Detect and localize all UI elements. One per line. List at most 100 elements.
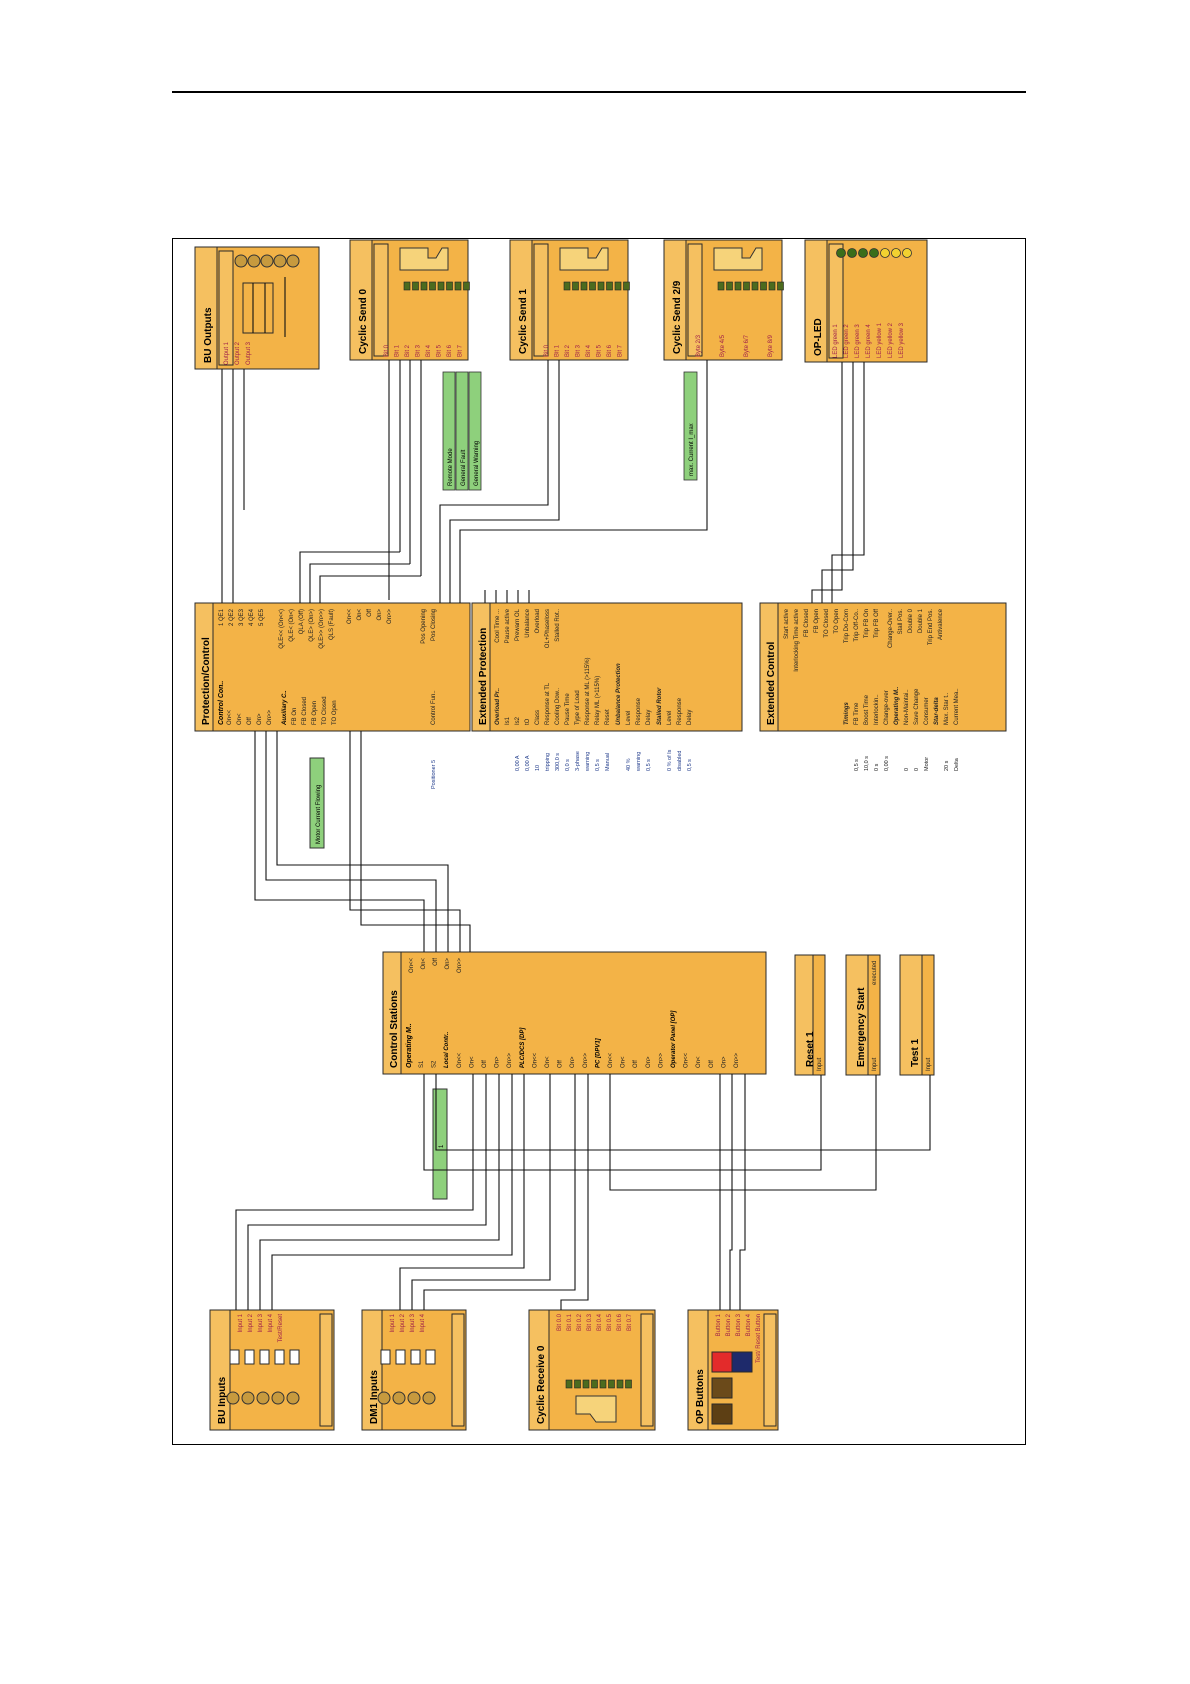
ext-control-value: 0 s — [874, 763, 880, 771]
ext-control-output2: Stall Pos. — [898, 609, 904, 635]
control-stations-input: Local Contr.. — [444, 1031, 450, 1068]
input-coil-icon — [259, 1349, 270, 1365]
wire — [435, 1074, 931, 1151]
bu-outputs-header — [194, 246, 218, 370]
bit-led-icon — [625, 1379, 632, 1389]
ext-control-output: Interlocking Time active — [794, 608, 800, 671]
protection-input-label: On> — [257, 713, 263, 725]
input-coil-icon — [229, 1349, 240, 1365]
ext-control-param: Change-over — [884, 690, 890, 725]
wire — [423, 1074, 576, 1310]
ext-control-output2: Antivalence — [938, 608, 944, 640]
input-contact-icon — [271, 1391, 285, 1405]
control-stations-output: Off — [433, 958, 439, 966]
bu-inputs-pin: Input 3 — [258, 1313, 264, 1332]
op-button-icon — [711, 1377, 733, 1399]
dm1-inputs-header — [361, 1309, 383, 1431]
wire — [811, 362, 843, 603]
cyclic-send1-pin: Bit 3 — [576, 344, 582, 357]
op-buttons-pin: Button 4 — [746, 1313, 752, 1336]
ext-protection-value: warning — [636, 752, 642, 772]
cyclic-send0-pin: Bit 1 — [395, 344, 401, 357]
relay-contact-icon — [234, 254, 248, 268]
wire — [247, 1074, 487, 1310]
protection-output-label: 1 QE1 — [219, 608, 225, 626]
cyclic-receive0-pin: Bit 0.0 — [557, 1313, 563, 1331]
led-icon — [880, 248, 890, 258]
bu-output-pin: Output 1 — [224, 341, 230, 365]
ext-protection-param: Is1 — [505, 716, 511, 725]
cyclic-send0-pin: Bit 3 — [416, 344, 422, 357]
cyclic-receive0-pin-strip — [640, 1313, 654, 1427]
protection-output-label: 3 QE3 — [239, 608, 245, 626]
ext-protection-value: 300,0 s — [555, 753, 561, 771]
control-stations-input: On< — [545, 1056, 551, 1068]
ext-control-value: 0,00 s — [884, 756, 890, 771]
ext-protection-value: 3-phase — [575, 751, 581, 771]
wire — [423, 1074, 822, 1171]
cyclic_send0-pin-strip — [373, 243, 389, 357]
test1-title: Test 1 — [910, 1038, 921, 1067]
wire — [276, 731, 449, 952]
protection-output-label: Off — [367, 609, 373, 617]
control-stations-output: On> — [445, 958, 451, 970]
cyclic-receive0-pin: Bit 0.6 — [617, 1313, 623, 1331]
input-coil-icon — [380, 1349, 391, 1365]
op-led-pin: LED yellow 1 — [877, 322, 883, 358]
ext-control-value: Delta — [954, 757, 960, 771]
control-stations-input: On>> — [658, 1052, 664, 1068]
op-button-icon — [711, 1351, 733, 1373]
ext-protection-value: 0 % of Is — [667, 749, 673, 771]
protection-input-label: Control Fun.. — [431, 690, 437, 725]
control-stations-input: Off — [633, 1060, 639, 1068]
control-stations-title: Control Stations — [389, 990, 400, 1068]
wire — [560, 1074, 589, 1310]
ext-control-output: Trip FB On — [864, 609, 870, 638]
cyclic-send0-pin: Bit 6 — [447, 344, 453, 357]
ext-protection-output: Prewarn OL — [515, 608, 521, 641]
led-icon — [847, 248, 857, 258]
wire — [411, 1074, 551, 1310]
control-stations-input: On> — [495, 1056, 501, 1068]
status-tag-label: Remote Mode — [448, 448, 454, 486]
ext-control-value: 20 s — [944, 760, 950, 771]
ext-protection-param: Cooling Dow.. — [555, 688, 561, 725]
cyclic-send1-pin: Bit 0 — [544, 344, 550, 357]
ext-control-value: 0,5 s — [854, 759, 860, 771]
cyclic-send1-pin: Bit 1 — [555, 344, 561, 357]
protection-output-label: QLE<< (On<<) — [279, 609, 285, 649]
op-buttons-pin: Test/ Reset Button — [756, 1314, 762, 1363]
ext-protection-param: Is2 — [515, 716, 521, 725]
bit-led-icon — [574, 1379, 581, 1389]
ext-protection-param: Level — [626, 711, 632, 725]
wire — [609, 1074, 877, 1191]
control-stations-input: Off — [558, 1060, 564, 1068]
reset1-title: Reset 1 — [805, 1031, 816, 1067]
cyclic_send29-header — [663, 239, 687, 361]
protection-output-label: QLA (Off) — [299, 609, 305, 634]
cyclic-send1-pin: Bit 2 — [565, 344, 571, 357]
cyclic-send0-title: Cyclic Send 0 — [358, 289, 369, 354]
protection-output-label: 5 QE5 — [259, 608, 265, 626]
ext-control-param: FB Time — [854, 702, 860, 725]
protection-input-label: Off — [247, 717, 253, 725]
dm1-inputs-pin-strip — [451, 1313, 465, 1427]
ext-protection-param: Delay — [687, 710, 693, 725]
ext-protection-param: Type of Load — [575, 690, 581, 725]
ext-protection-value: Manual — [605, 753, 611, 771]
control-stations-output: On< — [421, 958, 427, 970]
ext-control-param: Timings — [844, 701, 850, 725]
ext-protection-value: 0,5 s — [595, 759, 601, 771]
ext-protection-output: Pause active — [505, 608, 511, 643]
ext-control-output: TO Closed — [824, 609, 830, 638]
cyclic-send29-pin: Byte 2/3 — [696, 334, 702, 357]
bit-led-icon — [580, 281, 588, 291]
cyclic-send0-pin: Bit 2 — [405, 344, 411, 357]
wire — [265, 731, 437, 952]
protection-output-label: On>> — [387, 609, 393, 625]
ext-control-output: Trip Off-Co.. — [854, 609, 860, 642]
ext-control-output: Trip Do-Com — [844, 609, 850, 643]
cyclic-receive0-title: Cyclic Receive 0 — [536, 1345, 547, 1424]
status-tag-label: General Warning — [474, 441, 480, 486]
